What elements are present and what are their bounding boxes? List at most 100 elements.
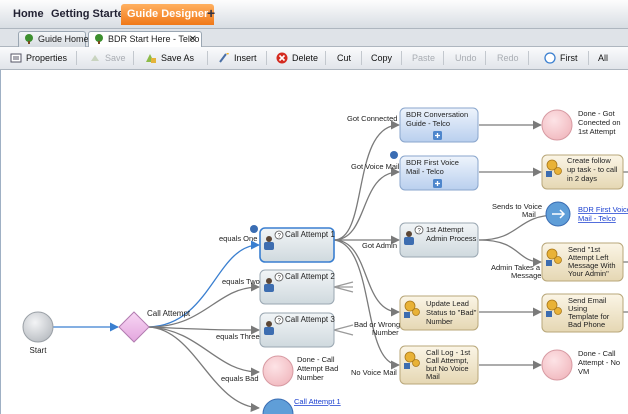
close-tab-icon[interactable]: ✕ xyxy=(188,34,197,45)
node-update-lead-status[interactable] xyxy=(399,295,479,331)
gear-icon xyxy=(404,351,420,369)
cut-button[interactable]: Cut xyxy=(337,53,352,63)
edge-label-equals-bad: equals Bad xyxy=(221,374,259,383)
flow-canvas[interactable]: Start Call Attempt equals One equals Two… xyxy=(0,70,628,414)
node-goto-call-attempt-link[interactable]: Call Attempt 1 xyxy=(294,397,341,406)
edge-label-admin-takes-2: Message xyxy=(511,271,541,280)
connector-sends-to-voice-mail xyxy=(478,210,558,241)
tab-bdr-start-here-label: BDR Start Here - Telco xyxy=(108,34,200,44)
node-done-bad-label-2: Attempt Bad xyxy=(297,364,338,373)
toolbar-divider xyxy=(443,51,444,65)
help-icon-glyph: ? xyxy=(278,319,282,325)
paste-button[interactable]: Paste xyxy=(412,53,436,63)
node-send-email-template[interactable] xyxy=(541,293,624,333)
edge-label-admin-takes-1: Admin Takes a xyxy=(491,263,541,272)
insert-icon xyxy=(219,53,229,63)
node-log-label-1: Call Log - 1st xyxy=(426,348,471,357)
node-bdr-first-voice-mail[interactable] xyxy=(399,155,479,191)
tab-bdr-start-here[interactable]: BDR Start Here - Telco ✕ xyxy=(88,31,202,48)
toolbar-divider xyxy=(207,51,208,65)
node-create-followup-task[interactable] xyxy=(541,154,624,190)
gear-icon xyxy=(546,159,562,177)
tab-guide-home[interactable]: Guide Home xyxy=(18,31,89,47)
edge-label-sends-vm-2: Mail xyxy=(522,210,536,219)
connector-bad-wrong-number xyxy=(333,239,400,317)
node-call-log[interactable] xyxy=(399,345,479,385)
node-followup-label-2: up task - to call xyxy=(567,165,618,174)
gear-icon xyxy=(546,299,562,317)
node-done-connected-label-1: Done - Got xyxy=(578,109,616,118)
save-as-button[interactable]: Save As xyxy=(145,50,194,66)
save-as-label: Save As xyxy=(161,53,195,63)
info-icon[interactable] xyxy=(250,225,258,233)
node-log-label-3: but No Voice xyxy=(426,364,469,373)
node-send-admin-message[interactable] xyxy=(541,242,624,282)
nav-home[interactable]: Home xyxy=(13,8,44,20)
edge-label-got-connected: Got Connected xyxy=(347,114,397,123)
node-done-connected[interactable] xyxy=(541,109,573,141)
node-done-connected-label-3: 1st Attempt xyxy=(578,127,616,136)
connector-equals-two xyxy=(148,282,260,328)
node-goto-call-attempt[interactable] xyxy=(262,398,294,414)
edge-label-equals-two: equals Two xyxy=(222,277,260,286)
properties-icon xyxy=(10,53,22,63)
properties-label: Properties xyxy=(26,53,68,63)
node-done-novm-label-1: Done - Call xyxy=(578,349,616,358)
person-icon xyxy=(264,236,274,250)
delete-icon xyxy=(276,52,288,64)
node-done-bad-number[interactable] xyxy=(262,355,294,387)
help-icon xyxy=(274,230,284,240)
radio-icon xyxy=(544,52,556,64)
flow-connectors xyxy=(53,120,628,413)
connector-call-link xyxy=(148,326,260,413)
help-icon-glyph: ? xyxy=(278,234,282,240)
properties-button[interactable]: Properties xyxy=(10,50,67,66)
node-goto-vm-link-1[interactable]: BDR First Voice xyxy=(578,205,628,214)
connector-got-connected xyxy=(333,120,400,241)
edge-label-bad-wrong-1: Bad or Wrong xyxy=(354,320,400,329)
all-button[interactable]: All xyxy=(598,53,609,63)
connector-offscreen xyxy=(623,171,628,313)
node-admin-label-2: Admin Process xyxy=(426,234,477,243)
connector-no-voice-mail xyxy=(333,239,400,370)
node-goto-vm-link-2[interactable]: Mail - Telco xyxy=(578,214,616,223)
help-icon xyxy=(274,272,284,282)
copy-button[interactable]: Copy xyxy=(371,53,393,63)
tree-icon xyxy=(95,34,103,44)
node-followup-label-3: in 2 days xyxy=(567,174,597,183)
insert-button[interactable]: Insert xyxy=(218,50,257,66)
node-call-attempt-3-label: Call Attempt 3 xyxy=(285,315,335,324)
first-button[interactable]: First xyxy=(544,50,578,66)
edge-label-bad-wrong-2: Number xyxy=(372,328,399,337)
node-vm-label-1: BDR First Voice xyxy=(406,158,459,167)
node-log-label-4: Mail xyxy=(426,372,440,381)
connector-admin-takes-message xyxy=(478,239,542,267)
save-as-icon xyxy=(146,54,156,63)
edge-label-equals-one: equals One xyxy=(219,234,257,243)
edge-label-got-voice-mail: Got Voice Mail xyxy=(351,162,400,171)
node-done-no-vm[interactable] xyxy=(541,349,573,381)
nav-guide-designer[interactable]: Guide Designer xyxy=(121,4,215,25)
node-bdr-conversation-guide[interactable] xyxy=(399,107,479,143)
connector-equals-three xyxy=(148,325,260,335)
delete-button[interactable]: Delete xyxy=(276,50,318,66)
node-vm-label-2: Mail - Telco xyxy=(406,167,444,176)
edge-label-no-voice-mail: No Voice Mail xyxy=(351,368,397,377)
toolbar-divider xyxy=(266,51,267,65)
redo-button[interactable]: Redo xyxy=(497,53,519,63)
toolbar-divider xyxy=(528,51,529,65)
node-update-label-3: Number xyxy=(426,317,453,326)
decision-node[interactable] xyxy=(118,311,150,343)
undo-button[interactable]: Undo xyxy=(455,53,477,63)
connector-equals-bad xyxy=(148,326,260,377)
save-button[interactable]: Save xyxy=(89,50,126,66)
nav-getting-started[interactable]: Getting Started xyxy=(51,8,131,20)
person-icon xyxy=(404,231,414,245)
add-tab-button[interactable]: + xyxy=(207,5,216,21)
node-done-bad-label-3: Number xyxy=(297,373,324,382)
node-email-label-3: Template for xyxy=(568,312,610,321)
info-icon[interactable] xyxy=(390,151,398,159)
node-followup-label-1: Create follow xyxy=(567,156,611,165)
start-node[interactable] xyxy=(22,311,54,343)
expand-icon-glyph xyxy=(435,133,440,138)
